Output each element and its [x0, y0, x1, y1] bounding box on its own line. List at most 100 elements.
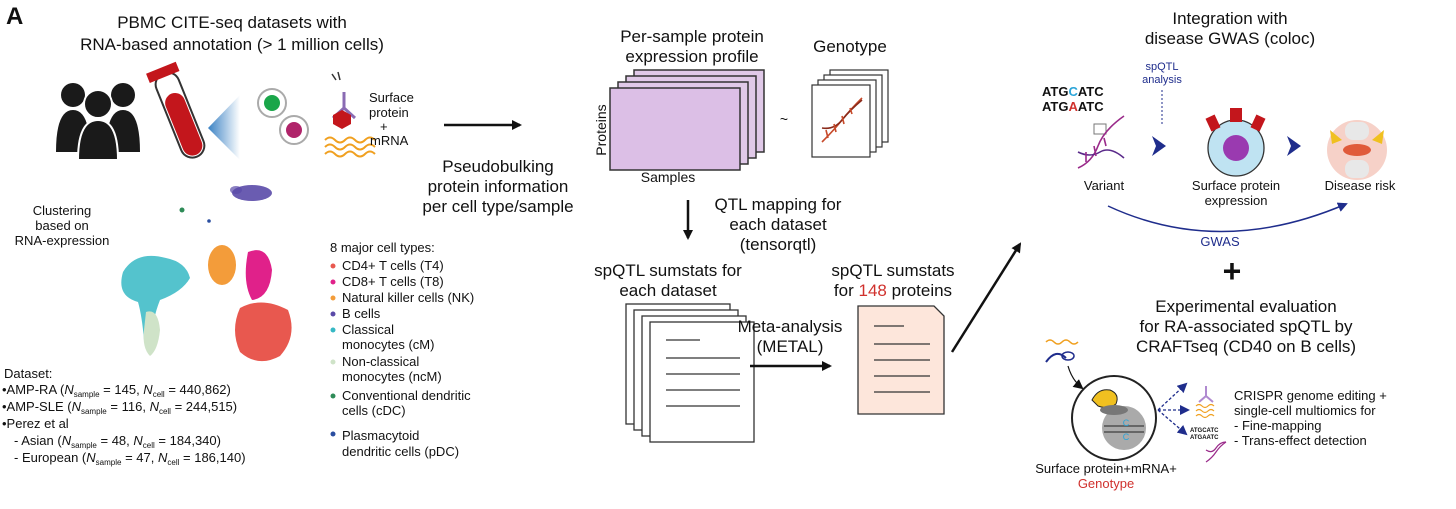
- legend-label-cdc: Conventional dendritic: [342, 388, 471, 403]
- integration-arrow: [950, 242, 1022, 353]
- umap-plot: [121, 185, 292, 362]
- legend-label-pdc-2: dendritic cells (pDC): [342, 444, 459, 459]
- genotype-stack: [811, 69, 889, 158]
- sumstats-label-1: spQTL sumstats for: [594, 261, 742, 280]
- legend-label-pdc: Plasmacytoid: [342, 428, 419, 443]
- result-label-2: for 148 proteins: [834, 281, 952, 300]
- dataset-amp-sle: •AMP-SLE (Nsample = 116, Ncell = 244,515…: [2, 399, 237, 416]
- joint-disease-icon: [1327, 120, 1387, 180]
- cell-protein-icon: [1205, 108, 1266, 177]
- protein-label: protein: [369, 105, 409, 120]
- left-title-line2: RNA-based annotation (> 1 million cells): [80, 35, 384, 54]
- variant-dna-icon: [1077, 115, 1125, 169]
- chevron-arrow-2: [1287, 136, 1301, 156]
- edited-cell-icon: C C: [1071, 375, 1157, 461]
- qtl-label-1: QTL mapping for: [715, 195, 842, 214]
- variant-label: Variant: [1084, 178, 1125, 193]
- samples-axis-label: Samples: [641, 169, 695, 185]
- legend-label-nk: Natural killer cells (NK): [342, 290, 474, 305]
- pseudobulk-label-2: protein information: [428, 177, 569, 196]
- legend-dot-ncm: [330, 359, 336, 365]
- footer-label-1: Surface protein+mRNA+: [1035, 461, 1177, 476]
- pseudobulk-label-3: per cell type/sample: [422, 197, 573, 216]
- protein-matrix-stack: [609, 69, 765, 171]
- result-document-icon: [857, 305, 945, 415]
- profile-title-2: expression profile: [625, 47, 758, 66]
- clustering-label-3: RNA-expression: [15, 233, 110, 248]
- meta-label-2: (METAL): [757, 337, 824, 356]
- legend-dot-nk: [330, 295, 336, 301]
- spqtl-label-1: spQTL: [1145, 61, 1178, 73]
- proteins-axis-label: Proteins: [593, 104, 609, 155]
- dataset-title: Dataset:: [4, 366, 52, 381]
- svg-text:C: C: [1123, 432, 1130, 442]
- legend-dot-cdc: [330, 393, 336, 399]
- genotype-label: Genotype: [813, 37, 887, 56]
- crispr-label-3: - Fine-mapping: [1234, 418, 1321, 433]
- mrna-readout-icon: [1195, 403, 1215, 419]
- legend-dot-cm: [330, 327, 336, 333]
- small-sequence-1: ATGCATC: [1190, 428, 1219, 434]
- plus-label: +: [380, 119, 388, 134]
- integration-title-2: disease GWAS (coloc): [1145, 29, 1315, 48]
- result-label-1: spQTL sumstats: [831, 261, 954, 280]
- legend-dot-t4: [330, 263, 336, 269]
- blood-tube-icon: [146, 61, 206, 159]
- mrna-label: mRNA: [370, 133, 409, 148]
- panel-label: A: [6, 3, 23, 30]
- dataset-perez: •Perez et al: [2, 416, 69, 431]
- readout-arrows: [1157, 382, 1190, 436]
- clustering-label-1: Clustering: [33, 203, 92, 218]
- meta-label-1: Meta-analysis: [738, 317, 843, 336]
- dataset-european: - European (Nsample = 47, Ncell = 186,14…: [14, 450, 246, 467]
- crispr-label-2: single-cell multiomics for: [1234, 403, 1376, 418]
- pseudobulk-label-1: Pseudobulking: [442, 157, 554, 176]
- experimental-title-2: for RA-associated spQTL by: [1140, 317, 1353, 336]
- experimental-title-3: CRAFTseq (CD40 on B cells): [1136, 337, 1356, 356]
- legend-label-cdc-2: cells (cDC): [342, 403, 406, 418]
- dataset-asian: - Asian (Nsample = 48, Ncell = 184,340): [14, 433, 221, 450]
- sumstats-label-2: each dataset: [619, 281, 717, 300]
- sequence-alt: ATGAATC: [1042, 99, 1104, 114]
- small-sequence-2: ATGAATC: [1190, 435, 1219, 441]
- svg-text:C: C: [1123, 418, 1130, 428]
- surface-protein-label-1: Surface protein: [1192, 178, 1280, 193]
- legend-label-ncm: Non-classical: [342, 354, 419, 369]
- qtl-label-3: (tensorqtl): [740, 235, 817, 254]
- legend-label-t8: CD8+ T cells (T8): [342, 274, 444, 289]
- legend-label-cm: Classical: [342, 322, 394, 337]
- legend-label-cm-2: monocytes (cM): [342, 337, 434, 352]
- zoom-cone-icon: [208, 95, 240, 160]
- protein-hexagon-icon: [333, 110, 351, 129]
- surface-label: Surface: [369, 90, 414, 105]
- crispr-label-4: - Trans-effect detection: [1234, 433, 1367, 448]
- crispr-label-1: CRISPR genome editing +: [1234, 388, 1387, 403]
- people-icon: [56, 83, 140, 161]
- profile-title-1: Per-sample protein: [620, 27, 764, 46]
- legend-label-ncm-2: monocytes (ncM): [342, 369, 442, 384]
- dataset-amp-ra: •AMP-RA (Nsample = 145, Ncell = 440,862): [2, 382, 231, 399]
- antibody-readout-icon: [1198, 386, 1214, 403]
- clustering-label-2: based on: [35, 218, 89, 233]
- legend-dot-t8: [330, 279, 336, 285]
- chevron-arrow-1: [1152, 136, 1166, 156]
- crispr-input-icon: [1045, 339, 1079, 363]
- document-stack-icon: [625, 303, 755, 443]
- experimental-title-1: Experimental evaluation: [1155, 297, 1336, 316]
- crispr-delivery-arrow: [1067, 365, 1084, 390]
- legend-dot-pdc: [330, 431, 336, 437]
- gwas-curve-arrow: [1107, 202, 1348, 233]
- small-dna-icon: [1205, 441, 1227, 463]
- dataset-list: •AMP-RA (Nsample = 145, Ncell = 440,862)…: [2, 382, 246, 467]
- legend-dot-b: [330, 311, 336, 317]
- cell-icons: [257, 88, 309, 145]
- footer-label-genotype: Genotype: [1078, 476, 1134, 491]
- sequence-ref: ATGCATC: [1042, 84, 1104, 99]
- mrna-wave-icon: [324, 136, 376, 158]
- gwas-label: GWAS: [1200, 234, 1240, 249]
- left-title-line1: PBMC CITE-seq datasets with: [117, 13, 347, 32]
- dna-icon: [821, 97, 863, 143]
- plus-symbol: +: [1223, 253, 1242, 289]
- qtl-label-2: each dataset: [729, 215, 827, 234]
